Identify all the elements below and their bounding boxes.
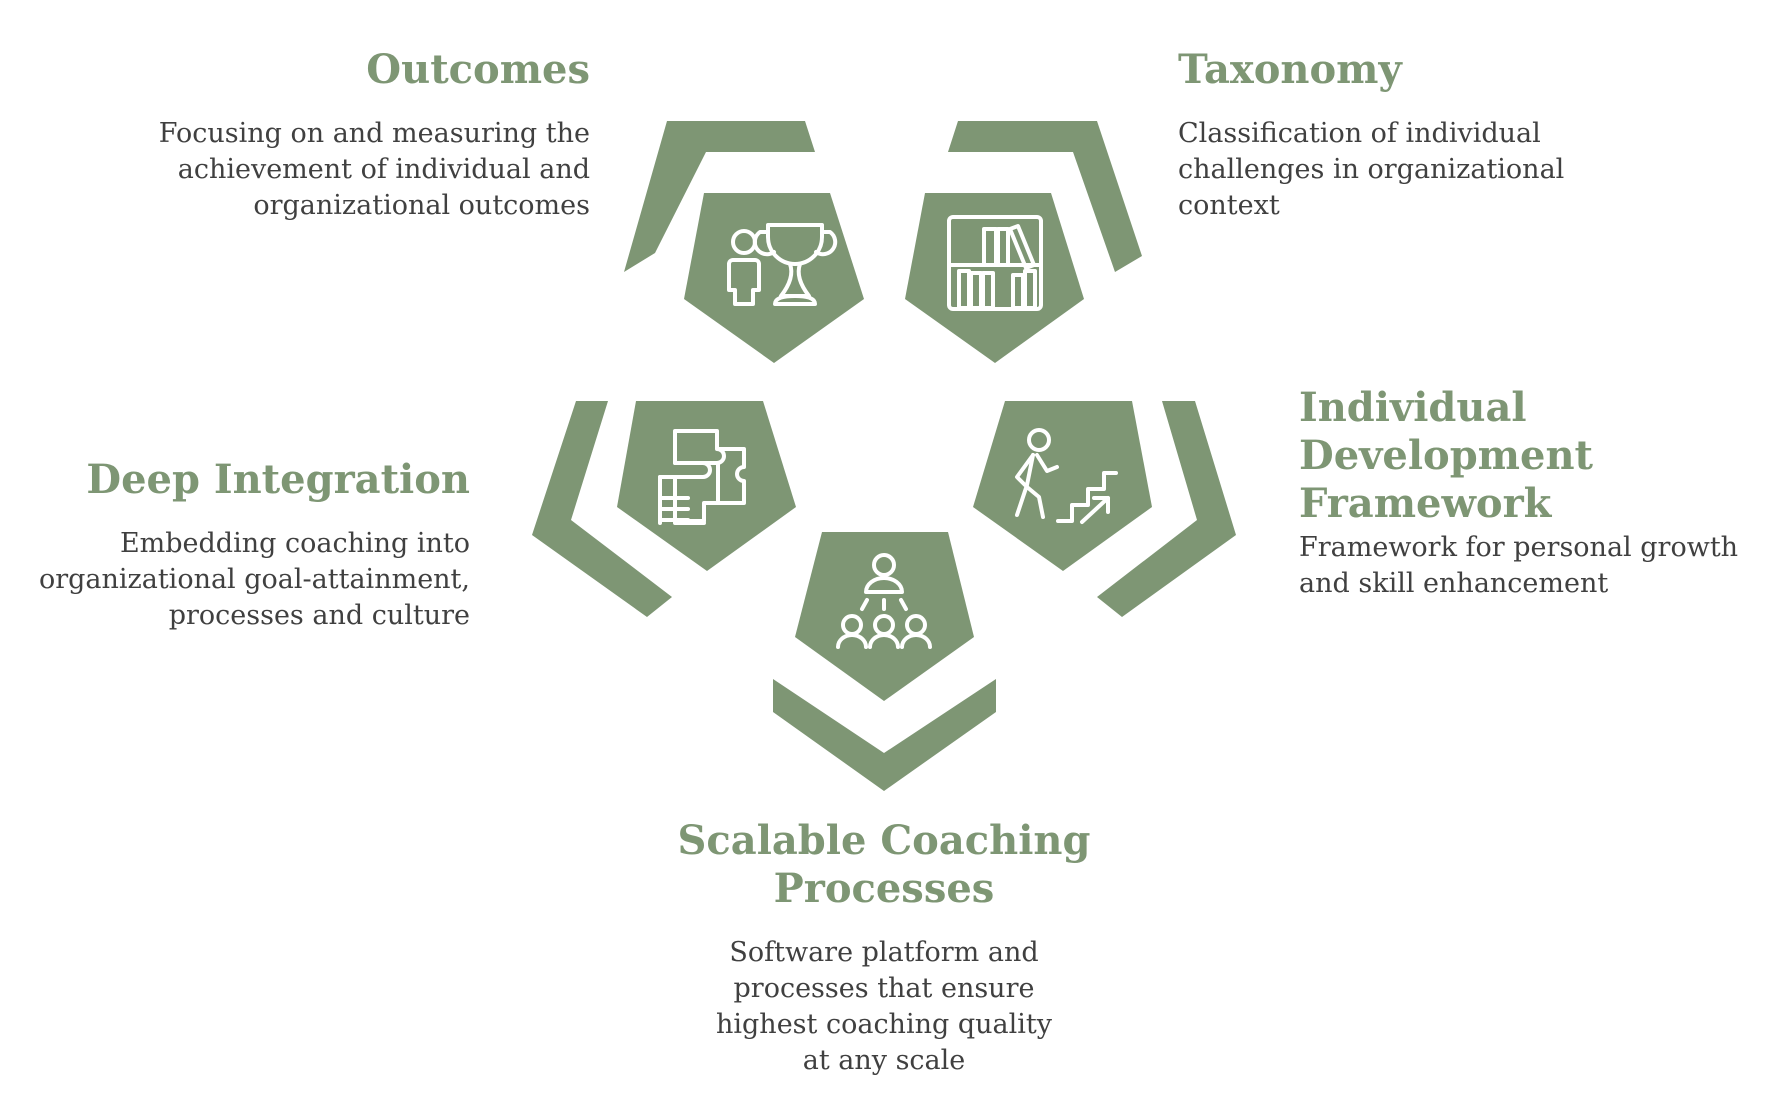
individual-development-label: Individual Development Framework Framewo… <box>1299 384 1739 602</box>
individual-development-title: Individual Development Framework <box>1299 384 1594 527</box>
deep-integration-label: Deep Integration Embedding coaching into… <box>30 456 470 634</box>
outcomes-frame <box>624 121 815 272</box>
taxonomy-description: Classification of individual challenges … <box>1178 118 1565 221</box>
taxonomy-label: Taxonomy Classification of individual ch… <box>1178 46 1578 224</box>
outcomes-label: Outcomes Focusing on and measuring the a… <box>150 46 590 224</box>
person-trophy-icon <box>727 223 838 306</box>
person-climbing-stairs-icon <box>1015 428 1118 524</box>
taxonomy-title: Taxonomy <box>1178 46 1402 93</box>
puzzle-pieces-icon <box>658 429 746 525</box>
scalable-coaching-frame <box>773 679 996 791</box>
scalable-coaching-title: Scalable Coaching Processes <box>677 817 1091 912</box>
scalable-coaching-description: Software platform and processes that ens… <box>716 937 1052 1076</box>
deep-integration-description: Embedding coaching into organizational g… <box>38 528 470 631</box>
deep-integration-pentagon <box>617 401 796 571</box>
individual-development-description: Framework for personal growth and skill … <box>1299 532 1739 599</box>
taxonomy-frame <box>948 121 1142 272</box>
group-leader-icon <box>836 553 932 649</box>
deep-integration-frame <box>532 401 672 617</box>
deep-integration-title: Deep Integration <box>86 456 470 503</box>
outcomes-description: Focusing on and measuring the achievemen… <box>158 118 590 221</box>
individual-development-pentagon <box>973 401 1152 571</box>
individual-development-frame <box>1097 401 1236 617</box>
scalable-coaching-label: Scalable Coaching Processes Software pla… <box>664 817 1104 1079</box>
outcomes-title: Outcomes <box>366 46 590 93</box>
bookshelf-icon <box>947 215 1043 311</box>
outcomes-pentagon <box>684 193 864 363</box>
